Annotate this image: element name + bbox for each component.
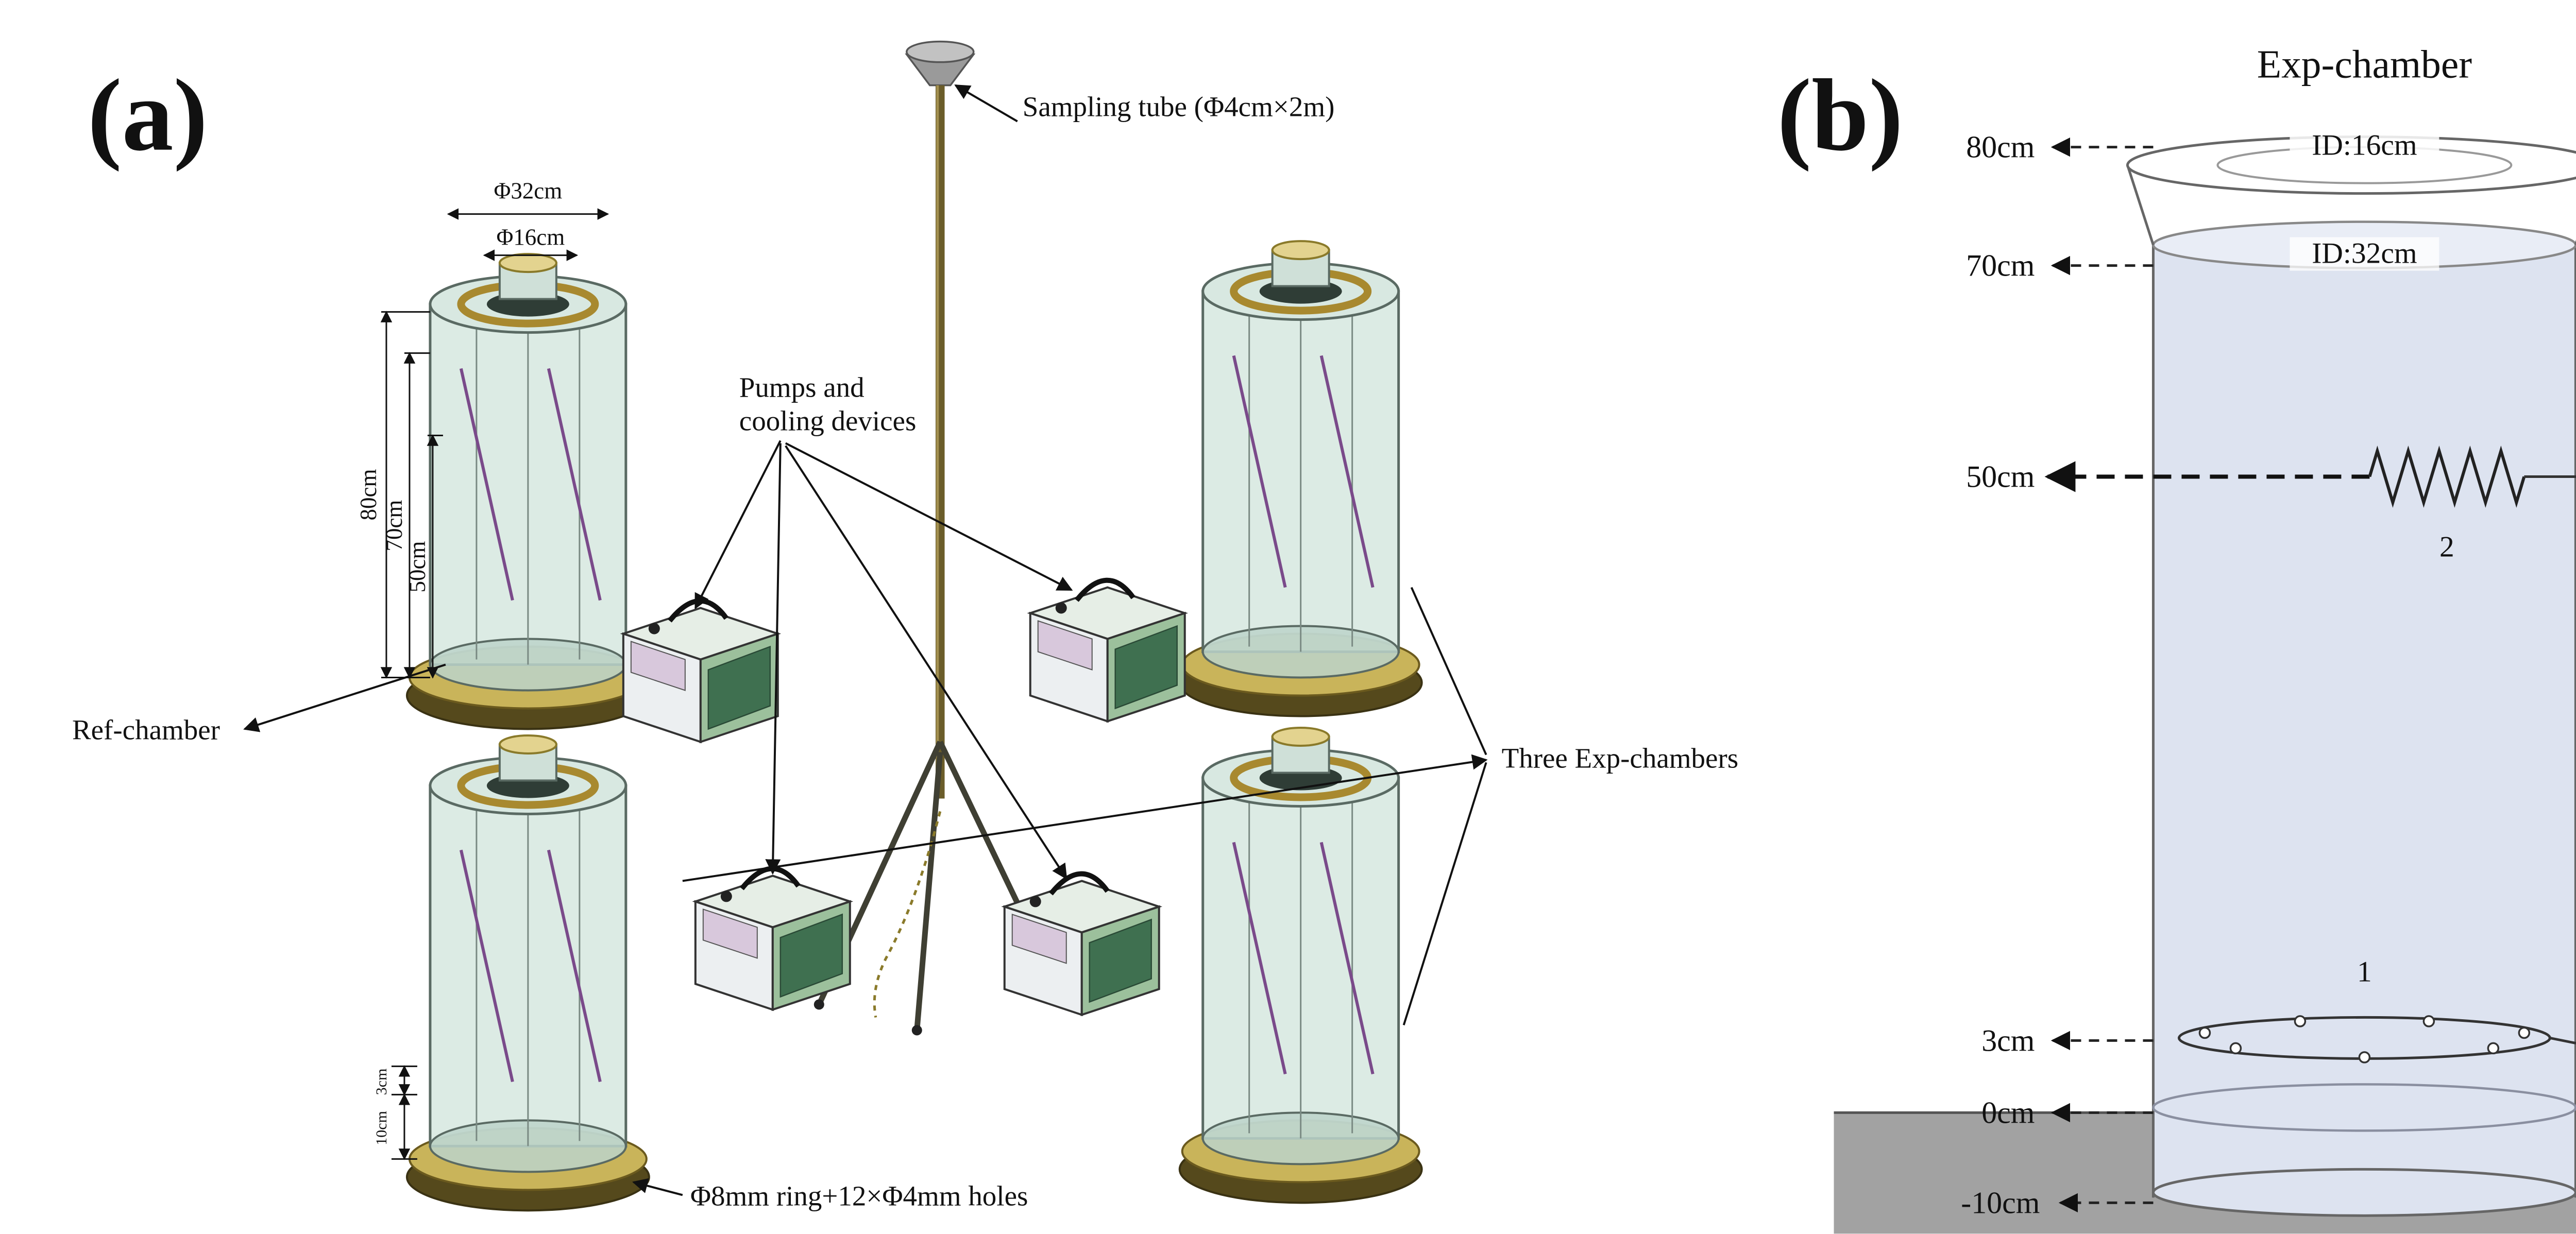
- ref-chamber-label: Ref-chamber: [72, 714, 220, 745]
- depth-label-left-80cm: 80cm: [1966, 130, 2035, 164]
- sampling-tube-note: Sampling tube (Φ4cm×2m): [1023, 91, 1335, 123]
- exp-chambers-label: Three Exp-chambers: [1502, 742, 1739, 774]
- label-1-left: 1: [2357, 955, 2372, 988]
- panel-b-label: (b): [1777, 59, 1903, 173]
- dim-80cm-label: 80cm: [355, 469, 381, 521]
- exp-chamber-soil-ellipse: [2152, 1083, 2576, 1132]
- dim-phi32-label: Φ32cm: [494, 178, 562, 204]
- tripod-leg: [914, 752, 943, 1031]
- id32-label: ID:32cm: [2312, 237, 2417, 270]
- id16-label: ID:16cm: [2312, 129, 2417, 162]
- dim-50cm-label: 50cm: [404, 541, 430, 593]
- pumps-note-line2: cooling devices: [739, 405, 917, 437]
- depth-label-left-0cm: 0cm: [1981, 1095, 2035, 1129]
- sampling-tube-3d: [814, 40, 1066, 1036]
- panel-a-label: (a): [88, 59, 208, 173]
- exp-chambers-arrows: [682, 587, 1488, 1025]
- dim-3cm-label: 3cm: [373, 1069, 390, 1095]
- ref-chamber-arrow: [243, 663, 446, 732]
- exp-chamber-diagram: ID:16cm ID:32cm 1: [2126, 129, 2576, 1217]
- dim-phi16-label: Φ16cm: [496, 225, 565, 250]
- pumps-arrows: [694, 440, 1073, 880]
- exp-chamber-3d-2: [407, 735, 649, 1210]
- depth-label-left-70cm: 70cm: [1966, 249, 2035, 283]
- pump-box-3: [696, 869, 850, 1010]
- exp-chamber-bottom: [2152, 1168, 2576, 1217]
- pump-box-1: [623, 601, 778, 742]
- chain: [873, 811, 942, 1018]
- dim-phi16: Φ16cm: [483, 225, 579, 261]
- panel-b: (b) ID:16cm ID:32cm 1 Exp-chamber: [1777, 42, 2576, 1234]
- left-plumbing: 4 5 6 3 3 7 8: [2549, 475, 2576, 1044]
- dim-base: 3cm 10cm: [373, 1065, 417, 1160]
- id32-backing: [2290, 237, 2439, 271]
- exp-chamber-3d-1: [1180, 241, 1422, 716]
- depth-label-left-minus10cm: -10cm: [1961, 1186, 2040, 1220]
- depth-label-left-50cm: 50cm: [1966, 460, 2035, 494]
- ref-chamber-3d: [407, 254, 649, 729]
- ring-note-arrow: [632, 1178, 683, 1196]
- dim-70cm-label: 70cm: [381, 500, 407, 552]
- pumps-note-line1: Pumps and: [739, 372, 865, 403]
- id16-backing: [2290, 129, 2439, 163]
- panel-a: (a) Φ32cm: [72, 40, 1739, 1212]
- exp-chamber-3d-3: [1180, 728, 1422, 1203]
- pump-box-2: [1030, 580, 1185, 722]
- dim-phi32: Φ32cm: [447, 178, 609, 220]
- label-2-left: 2: [2439, 531, 2454, 563]
- depth-label-left-3cm: 3cm: [1981, 1023, 2035, 1057]
- left-depth-scale: 80cm 70cm 50cm 3cm 0cm -10cm: [1961, 130, 2154, 1220]
- ring-note: Φ8mm ring+12×Φ4mm holes: [690, 1180, 1028, 1211]
- pump-box-4: [1005, 874, 1159, 1015]
- exp-chamber-body: [2153, 245, 2576, 1193]
- exp-chamber-title: Exp-chamber: [2257, 42, 2472, 87]
- sampling-tube-arrow: [954, 84, 1018, 123]
- dim-10cm-label: 10cm: [373, 1111, 390, 1145]
